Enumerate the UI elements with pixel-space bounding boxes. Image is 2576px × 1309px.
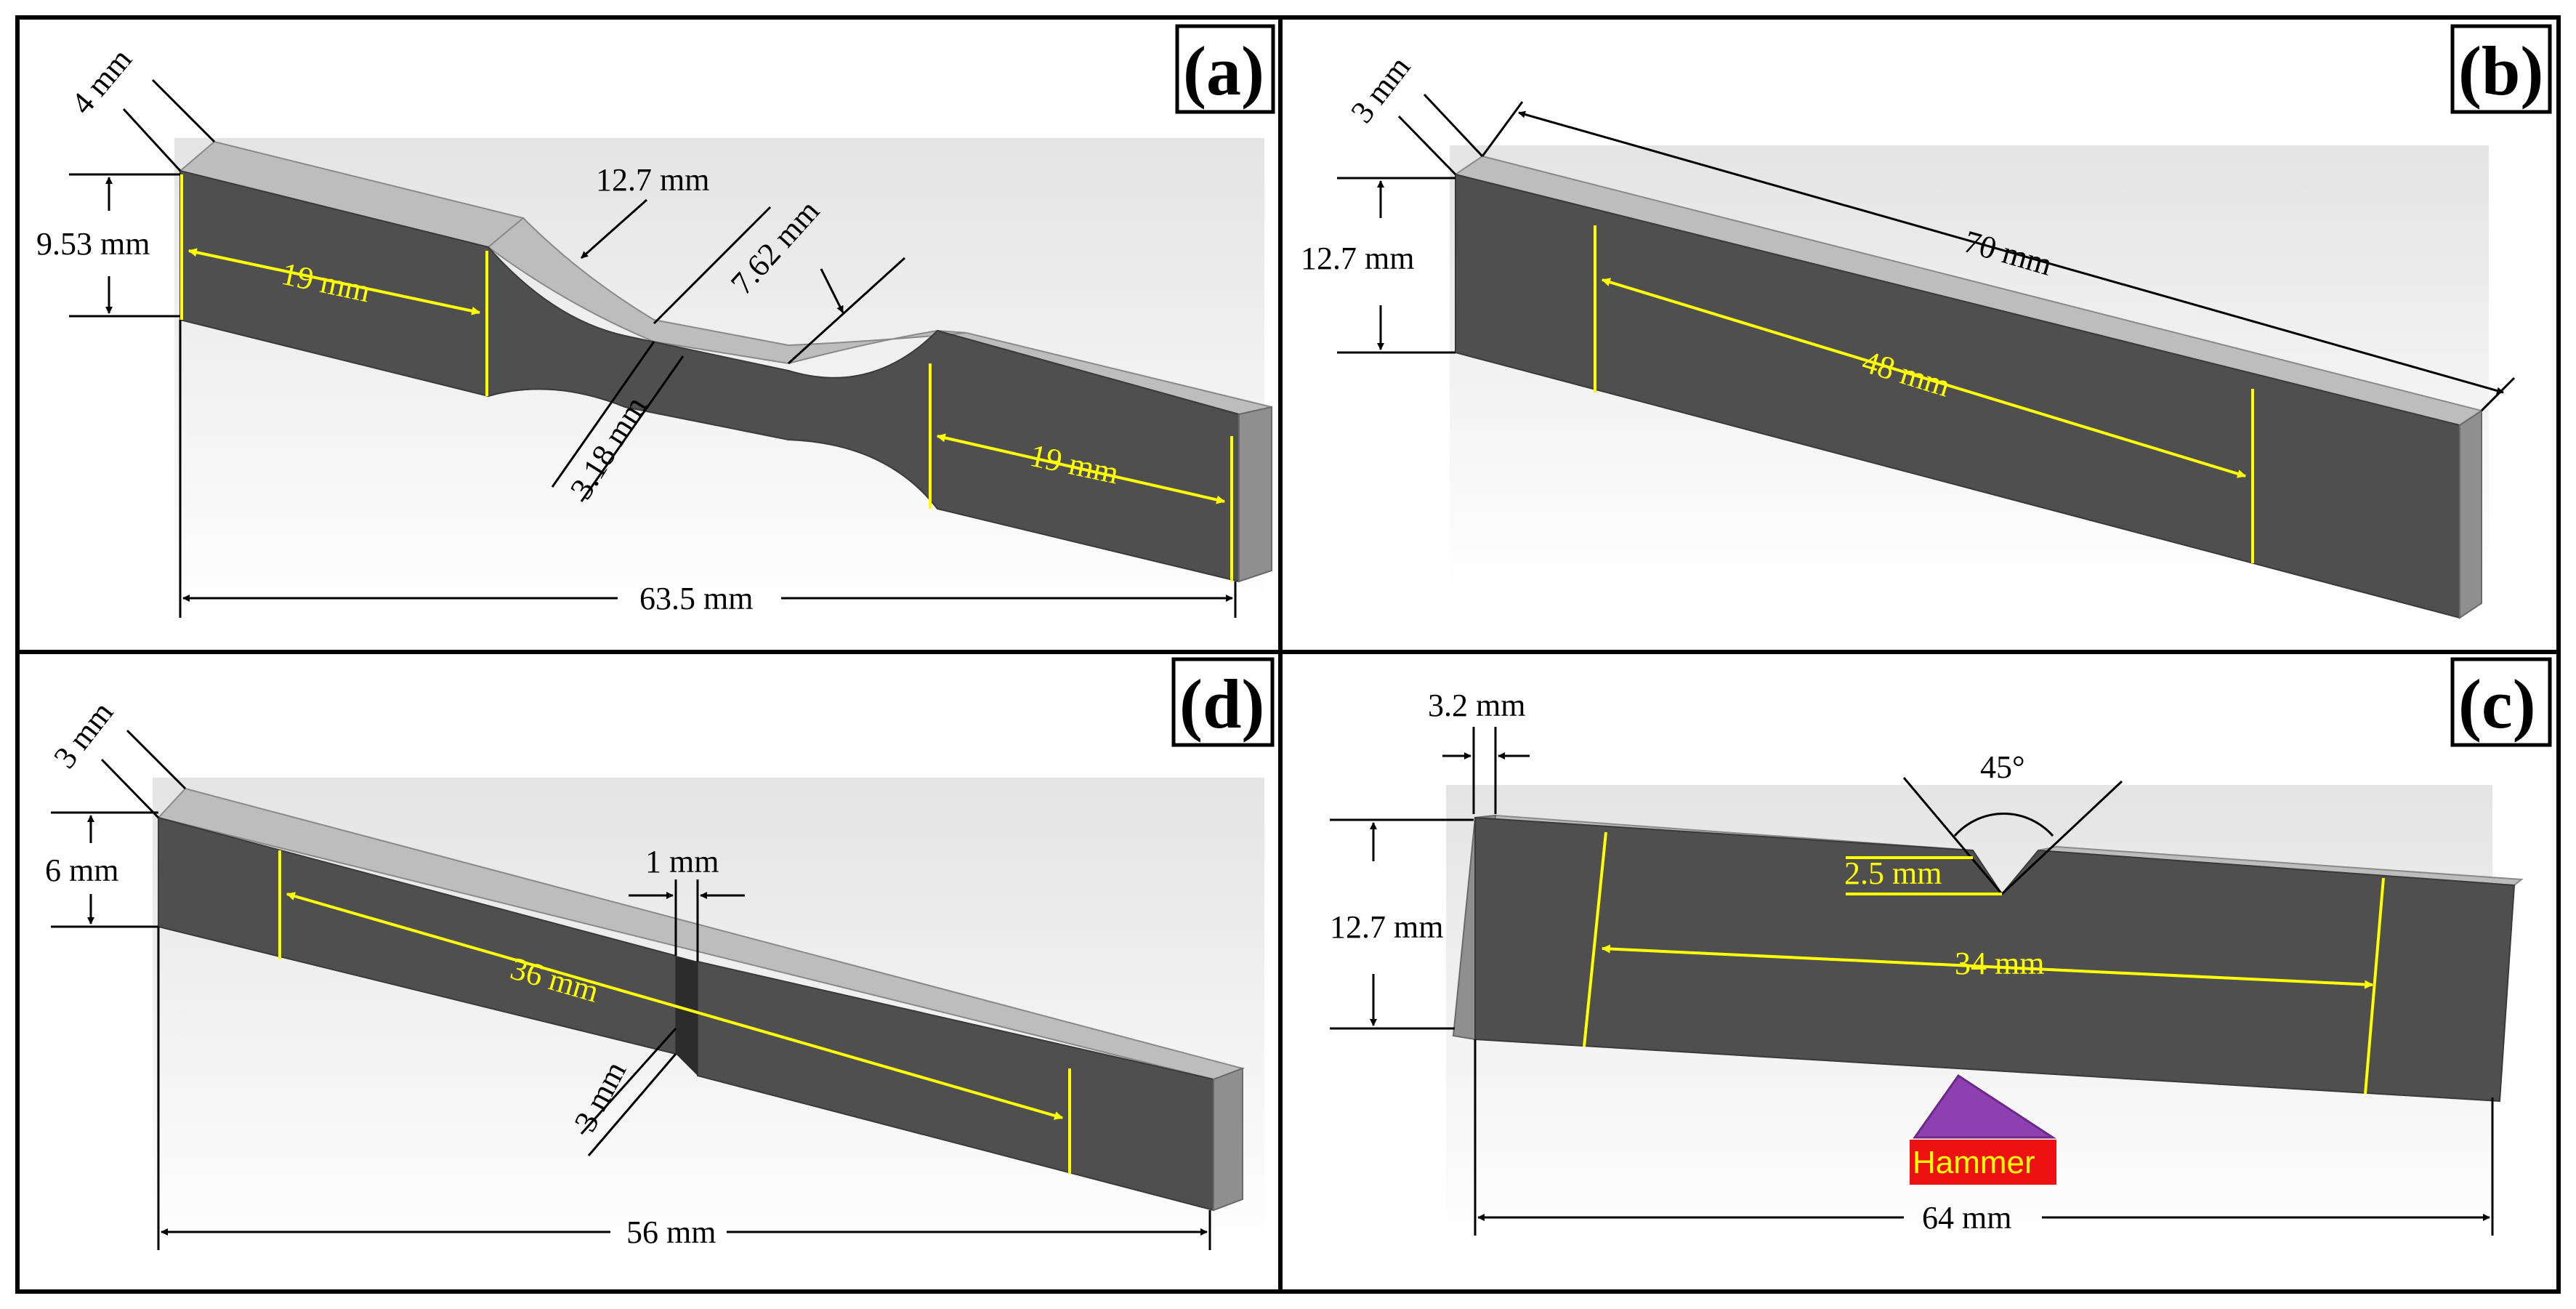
panel-b-gauge-arrow xyxy=(1601,278,2247,478)
panel-c-span-line-2 xyxy=(2364,877,2385,1095)
panel-a-grip-right-arrow xyxy=(936,433,1226,504)
panel-a-label: (a) xyxy=(1183,32,1264,110)
panel-b-thick-ext1 xyxy=(1397,115,1457,176)
panel-d-notch-width-label: 1 mm xyxy=(645,844,719,879)
panel-c-label: (c) xyxy=(2458,665,2536,743)
panel-a-end-face xyxy=(1238,406,1272,583)
panel-d-label-box xyxy=(1171,657,1275,747)
panel-b-length-ext1 xyxy=(1481,101,1524,157)
panel-d-depth-ext1 xyxy=(580,1027,677,1135)
figure-frame xyxy=(15,15,2561,1294)
panel-c: 3.2 mm 45° 2.5 mm 12.7 mm 34 mm Hammer 6… xyxy=(1330,657,2552,1250)
panel-c-angle-label: 45° xyxy=(1980,749,2025,785)
hammer-label-box xyxy=(1910,1140,2056,1185)
panel-a-label-box xyxy=(1175,24,1275,114)
panel-c-notch-leg-right xyxy=(2000,780,2123,895)
panel-b-label-box xyxy=(2450,24,2552,114)
panel-a-fillet-leader xyxy=(581,198,647,259)
panel-a-fillet-label: 12.7 mm xyxy=(596,162,709,198)
panel-d-thick-ext1 xyxy=(100,758,160,819)
panel-b-thickness-label: 3 mm xyxy=(1344,49,1417,129)
panel-a-height-label: 9.53 mm xyxy=(36,226,150,262)
panel-b-height-label: 12.7 mm xyxy=(1301,241,1414,276)
hammer-label: Hammer xyxy=(1913,1145,2035,1180)
panel-b: 3 mm 70 mm 12.7 mm 48 mm (b) xyxy=(1301,24,2552,619)
panel-a: 4 mm 9.53 mm 19 mm 19 mm 12.7 mm 7.62 mm… xyxy=(36,24,1275,618)
panel-a-gauge-ext1 xyxy=(653,206,772,325)
panel-a-thickness-label: 4 mm xyxy=(64,41,139,121)
panel-d-depth-ext2 xyxy=(587,1053,677,1156)
panel-c-span-label: 34 mm xyxy=(1955,946,2044,981)
panel-c-notch-depth-label: 2.5 mm xyxy=(1844,855,1942,891)
panel-a-top-face-neck xyxy=(487,217,967,365)
panel-a-overall-length-label: 63.5 mm xyxy=(639,581,753,616)
panel-c-length-label: 64 mm xyxy=(1922,1200,2011,1236)
panel-b-thick-ext2 xyxy=(1423,93,1484,158)
panel-d-thick-ext2 xyxy=(126,729,187,790)
panel-d: 3 mm 6 mm 1 mm 36 mm 3 mm 56 mm (d) xyxy=(45,657,1275,1257)
panel-a-width-ext1 xyxy=(551,341,655,488)
panel-d-length-label: 56 mm xyxy=(626,1215,716,1250)
panel-d-span-arrow xyxy=(286,892,1064,1120)
panel-d-end-face xyxy=(1213,1067,1243,1212)
panel-d-thickness-label: 3 mm xyxy=(47,695,120,775)
panel-c-span-arrow xyxy=(1601,944,2374,989)
panel-c-label-box xyxy=(2450,657,2552,747)
panel-c-height-label: 12.7 mm xyxy=(1330,909,1443,945)
panel-b-label: (b) xyxy=(2458,32,2543,110)
panel-c-span-line-1 xyxy=(1583,831,1607,1047)
panel-c-notch-leg-left xyxy=(1902,777,2003,895)
panel-a-gauge-arrow xyxy=(820,268,844,313)
panel-a-width-ext2 xyxy=(580,355,685,502)
hammer-icon xyxy=(1913,1074,2057,1139)
panel-c-notch-angle-arc xyxy=(1953,813,2054,837)
panel-b-length-ext2 xyxy=(2480,376,2516,412)
panel-a-gauge-ext2 xyxy=(787,257,906,365)
panel-b-end-face xyxy=(2459,409,2482,619)
panel-a-thick-ext1 xyxy=(122,108,182,172)
panel-d-label: (d) xyxy=(1179,665,1264,743)
panel-b-length-arrow xyxy=(1518,110,2504,395)
panel-d-height-label: 6 mm xyxy=(45,853,118,888)
panel-a-thick-ext2 xyxy=(151,78,216,143)
panel-a-grip-left-arrow xyxy=(187,248,481,315)
panel-c-thickness-label: 3.2 mm xyxy=(1428,688,1525,723)
